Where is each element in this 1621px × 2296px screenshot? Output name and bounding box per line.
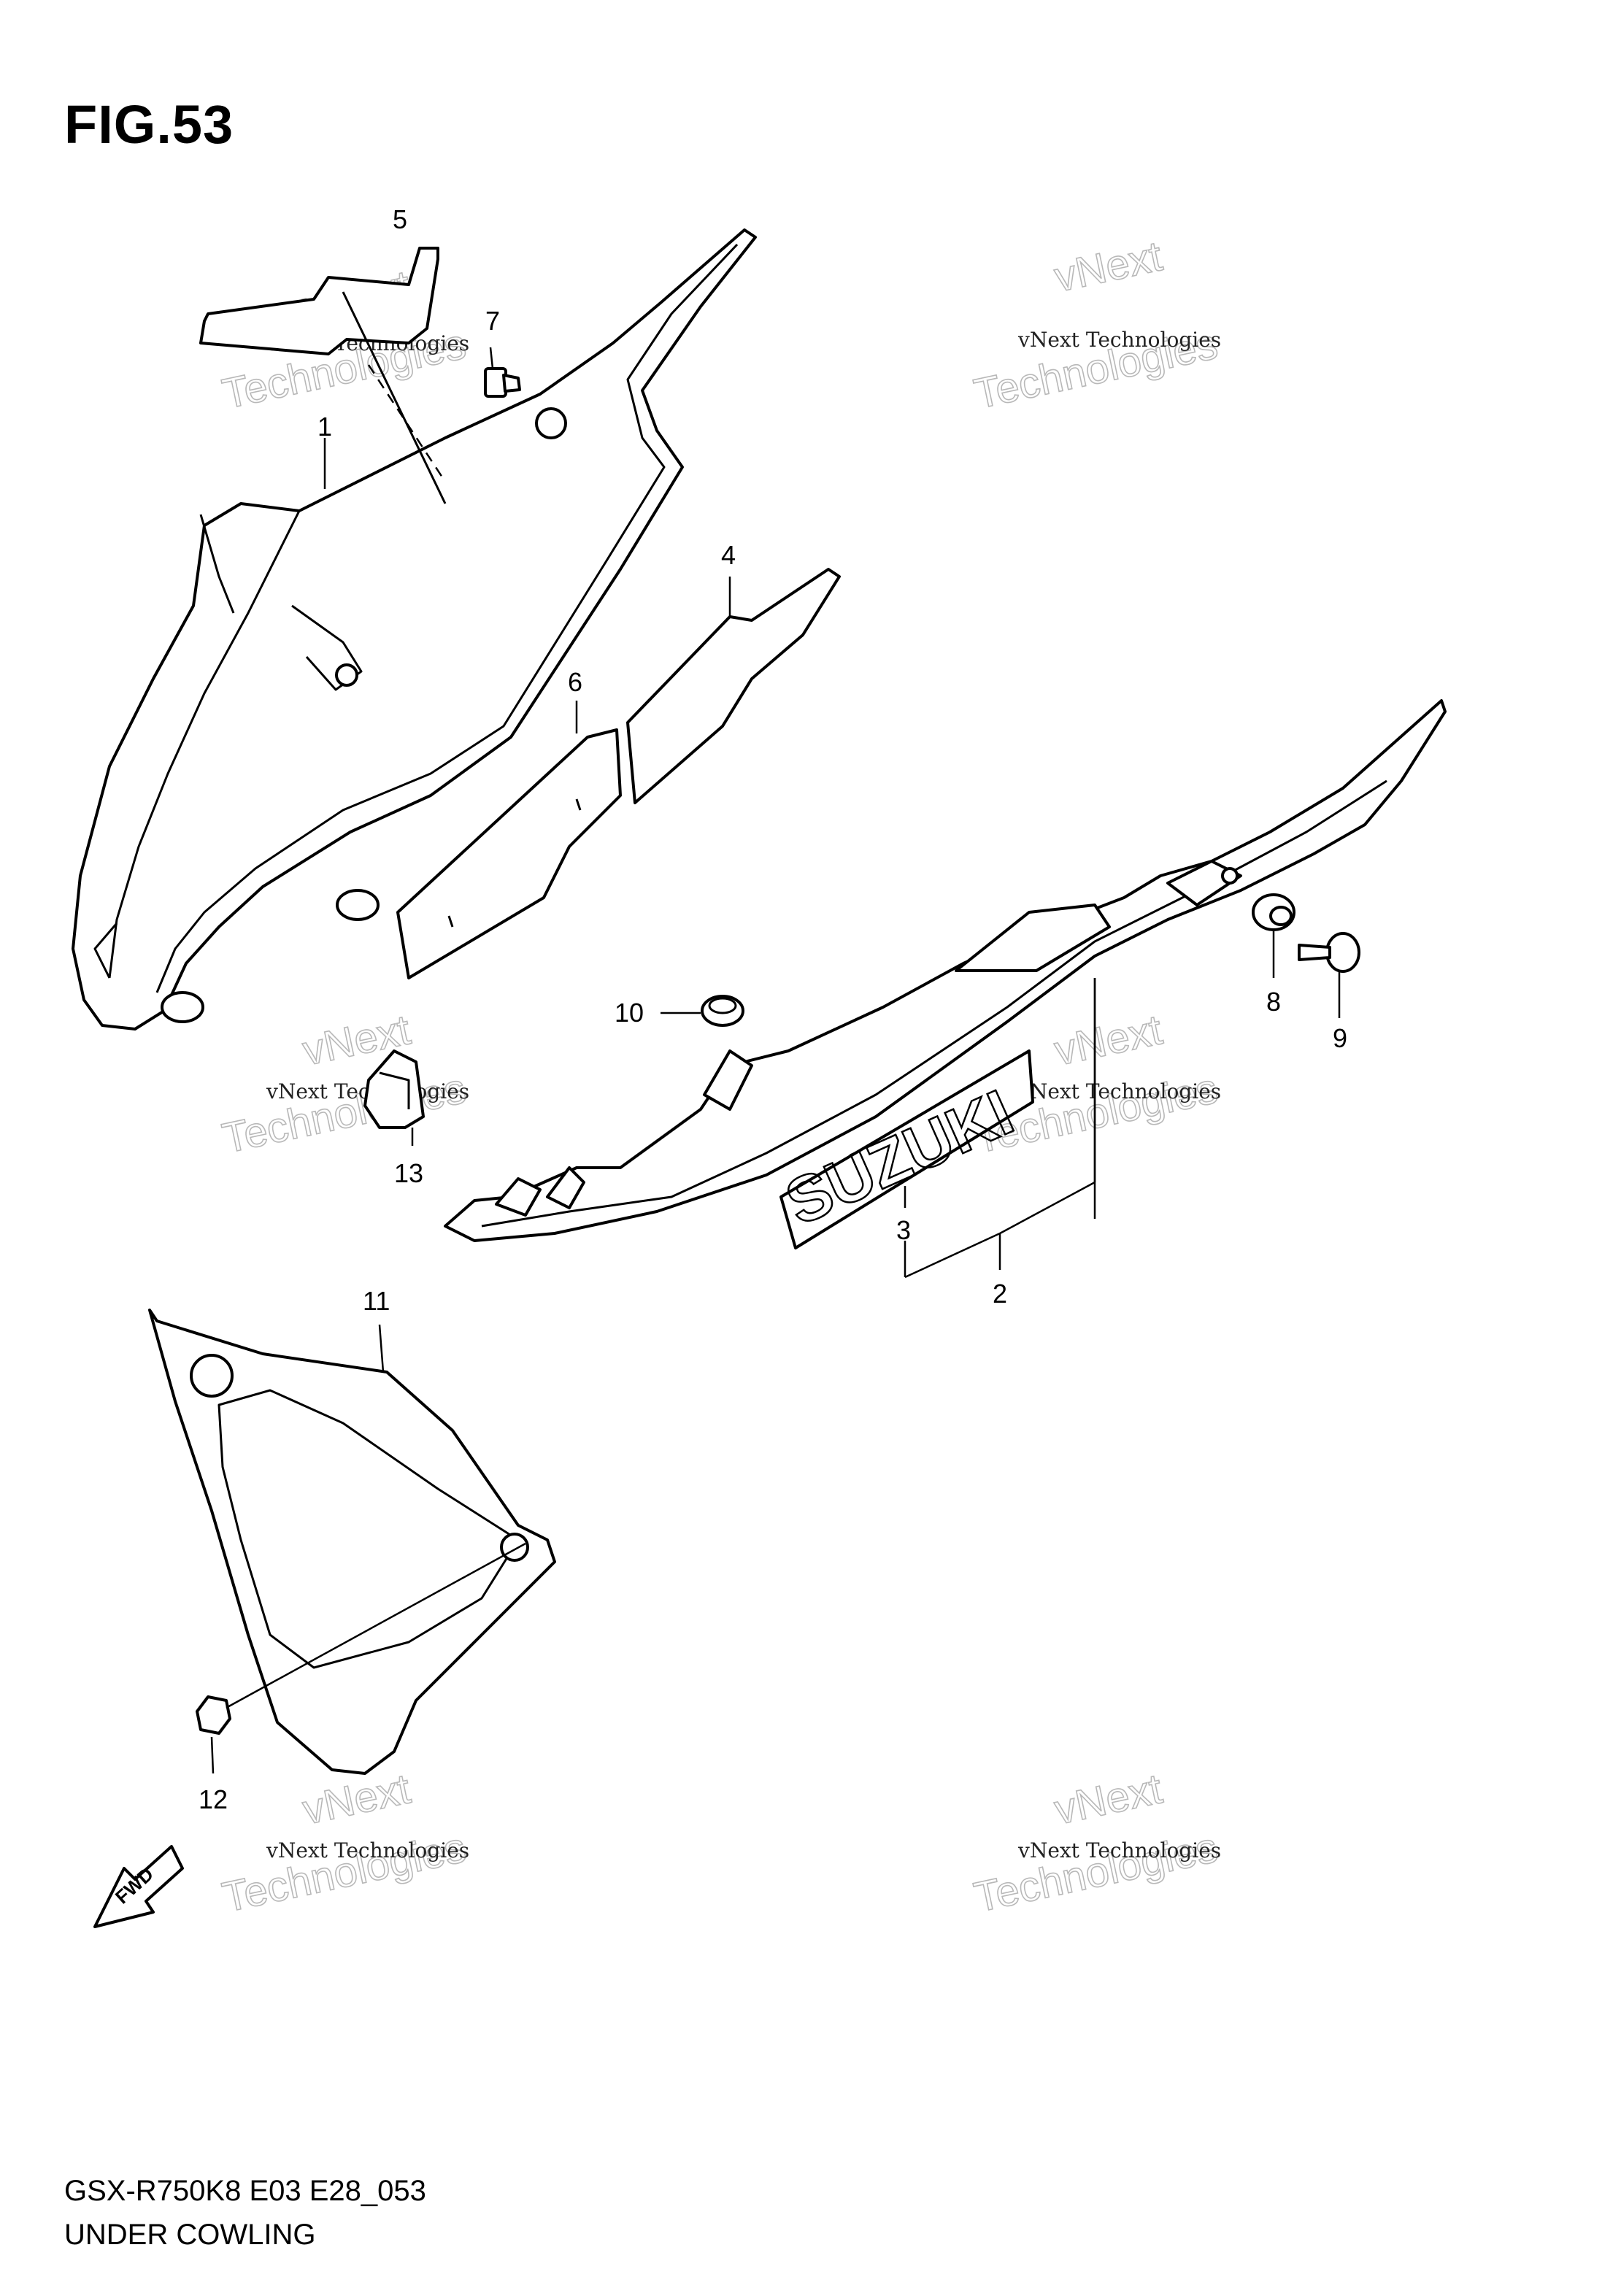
svg-text:vNext Technologies: vNext Technologies [1017,1838,1221,1862]
watermark-mid-left: vNext Technologies vNext Technologies [217,1006,470,1163]
callout-bracket-2-3 [904,978,1096,1279]
callout-8: 8 [1266,987,1281,1017]
callout-7: 7 [485,306,500,336]
part-7-bolt [484,347,521,398]
callout-11: 11 [363,1286,390,1316]
svg-text:vNext: vNext [299,1765,415,1833]
svg-text:vNext Technologies: vNext Technologies [266,1838,469,1862]
callout-12: 12 [199,1784,228,1814]
part-10-grommet [661,995,744,1027]
callout-10: 10 [615,998,644,1028]
part-12-bolt [196,1542,526,1774]
svg-text:vNext Technologies: vNext Technologies [1017,1079,1221,1103]
part-6-seal [396,701,622,979]
callout-3: 3 [896,1215,911,1245]
callout-4: 4 [721,540,736,570]
callout-13: 13 [394,1158,423,1188]
svg-text:vNext Technologies: vNext Technologies [1017,328,1221,352]
section-name: UNDER COWLING [64,2219,316,2251]
part-5-bracket [199,247,439,355]
model-code: GSX-R750K8 E03 E28_053 [64,2175,426,2207]
callout-1: 1 [317,412,332,442]
part-11-side-panel [148,1309,556,1775]
svg-text:vNext: vNext [1050,1765,1166,1833]
watermark-top-right: vNext Technologies vNext Technologies [969,232,1222,419]
callout-5: 5 [393,204,407,234]
fwd-arrow-icon: FWD [93,1845,184,1928]
part-4-seal [626,568,841,804]
svg-text:vNext: vNext [1050,232,1166,301]
svg-text:vNext: vNext [1050,1006,1166,1074]
part-1-under-cowling-upper [72,228,757,1030]
part-2-under-cowling-lower [444,699,1447,1242]
callout-6: 6 [568,667,582,697]
callout-2: 2 [993,1279,1007,1309]
part-8-grommet [1252,893,1295,978]
figure-title: FIG.53 [64,94,234,155]
callout-9: 9 [1333,1023,1347,1053]
part-13-clip [363,1049,425,1146]
watermark-bottom-right: vNext Technologies vNext Technologies [969,1765,1222,1922]
watermark-bottom-left: vNext Technologies vNext Technologies [217,1765,470,1922]
part-9-screw [1298,932,1360,1018]
